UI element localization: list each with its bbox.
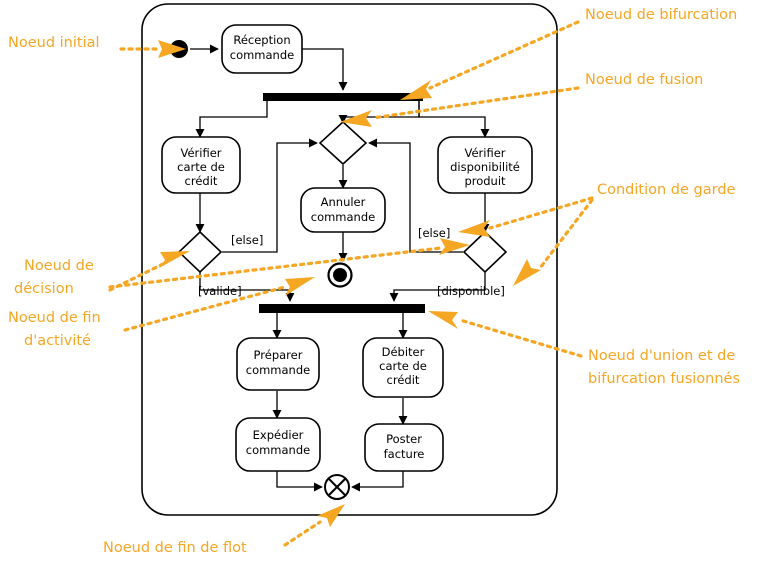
activity-label-line: produit	[464, 174, 506, 188]
annotation-noeud-initial: Noeud initial	[8, 35, 186, 58]
activity-label-line: Vérifier	[180, 146, 221, 160]
activity-preparer-commande: Préparer commande	[236, 337, 320, 391]
activity-label-line: commande	[230, 48, 294, 62]
activity-label-line: commande	[246, 363, 310, 377]
annotation-leader-line	[538, 198, 594, 270]
flow-final-node	[324, 474, 350, 500]
activity-verifier-carte-de-credit: Vérifier carte de crédit	[161, 136, 241, 194]
annotation-arrow-head	[159, 251, 190, 268]
annotation-arrow-head	[285, 277, 315, 296]
activity-label-line: Débiter	[382, 345, 425, 359]
guard-label-else-right: [else]	[418, 226, 450, 240]
activity-label-line: crédit	[185, 174, 218, 188]
annotation-label-line: Noeud de fusion	[585, 72, 703, 88]
guard-label-valide: [valide]	[198, 284, 242, 298]
annotation-arrow-head	[400, 80, 432, 100]
annotation-label-line: bifurcation fusionnés	[588, 371, 740, 387]
guard-label-disponible: [disponible]	[437, 284, 505, 298]
annotation-arrow-head	[317, 504, 345, 527]
activity-label-line: Poster	[386, 432, 422, 446]
annotation-label-line: Noeud de fin de flot	[103, 540, 247, 556]
activity-annuler-commande: Annuler commande	[300, 187, 386, 233]
annotation-label-line: Noeud initial	[8, 35, 100, 51]
annotation-arrow-head	[458, 220, 490, 237]
annotation-leader-line	[428, 20, 580, 90]
activity-label-line: Annuler	[321, 195, 366, 209]
annotation-noeud-fin-flot: Noeud de fin de flot	[103, 504, 345, 556]
annotation-leader-line	[108, 246, 443, 289]
annotation-leader-line	[123, 285, 287, 332]
guard-label-else-left: [else]	[231, 233, 263, 247]
activity-label-line: commande	[311, 210, 375, 224]
annotation-leader-line	[283, 520, 322, 547]
activity-reception-commande: Réception commande	[221, 24, 303, 74]
annotation-condition-de-garde: Condition de garde	[458, 182, 736, 286]
annotation-arrow-head	[513, 259, 541, 286]
activity-poster-facture: Poster facture	[364, 423, 444, 472]
merge-node-diamond	[318, 120, 368, 166]
activity-debiter-carte-de-credit: Débiter carte de crédit	[362, 337, 444, 398]
activity-label-line: commande	[246, 443, 310, 457]
activity-label-line: carte de	[379, 359, 427, 373]
activity-expedier-commande: Expédier commande	[235, 417, 321, 472]
activity-label-line: Expédier	[253, 428, 304, 442]
annotation-leader-line	[488, 196, 594, 230]
activity-label-line: Vérifier	[464, 146, 505, 160]
annotation-label-line: d'activité	[24, 333, 91, 349]
join-fork-merged-bar	[259, 304, 425, 313]
annotation-label-line: Noeud de	[24, 258, 94, 274]
annotation-arrow-head	[439, 238, 470, 255]
annotation-noeud-fin-activite: Noeud de fin d'activité	[8, 277, 315, 349]
annotation-noeud-bifurcation: Noeud de bifurcation	[400, 7, 737, 100]
activity-label-line: carte de	[177, 160, 225, 174]
annotation-label-line: Noeud d'union et de	[588, 348, 735, 364]
activity-label-line: disponibilité	[450, 160, 520, 174]
decision-node-right	[462, 230, 508, 274]
fork-node-bar	[263, 93, 423, 101]
activity-label-line: facture	[384, 447, 425, 461]
annotation-noeud-fusion: Noeud de fusion	[340, 72, 703, 127]
activity-final-node	[327, 262, 353, 288]
annotation-leader-line	[108, 262, 165, 292]
annotation-label-line: Condition de garde	[597, 182, 736, 198]
annotation-label-line: Noeud de fin	[8, 310, 101, 326]
annotation-leader-line	[371, 86, 580, 120]
annotation-noeud-decision: Noeud de décision	[14, 238, 470, 297]
activity-label-line: Préparer	[254, 348, 303, 362]
annotation-label-line: décision	[14, 281, 74, 297]
activity-label-line: crédit	[387, 373, 420, 387]
annotation-noeud-union-bifurcation: Noeud d'union et de bifurcation fusionné…	[428, 311, 740, 387]
annotation-arrow-head	[158, 40, 186, 58]
annotation-arrow-head	[340, 110, 372, 127]
activity-verifier-disponibilite-produit: Vérifier disponibilité produit	[437, 136, 533, 194]
annotation-leader-line	[458, 318, 583, 358]
decision-node-left	[177, 230, 223, 274]
annotation-label-line: Noeud de bifurcation	[585, 7, 737, 23]
annotation-arrow-head	[428, 311, 458, 329]
activity-label-line: Réception	[233, 33, 290, 47]
